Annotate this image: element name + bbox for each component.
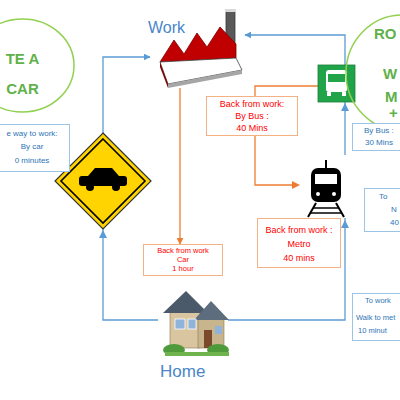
return-box: Back from work : Metro 40 mins: [257, 218, 341, 268]
place-node: Home: [158, 288, 228, 384]
node-text: Back from work: [144, 247, 222, 256]
circle-outline: [346, 15, 400, 131]
node-text: To work: [365, 297, 391, 306]
bus-icon: [328, 74, 345, 82]
train-icon: [332, 192, 336, 196]
house-roof: [163, 291, 208, 313]
node-text: N: [391, 205, 397, 214]
node-text: By Bus :: [364, 126, 394, 135]
node-text: CAR: [0, 80, 75, 97]
bus-icon: [342, 92, 346, 96]
node-text: To: [379, 192, 387, 201]
train-icon: [316, 192, 320, 196]
car-symbol: [86, 183, 94, 191]
return-box: Back from workCar1 hour: [143, 244, 223, 276]
car-symbol: [88, 168, 119, 176]
node-text: 40: [390, 218, 399, 227]
return-arrow: [179, 88, 180, 244]
node-text: 30 Mins: [365, 138, 393, 147]
bus-icon: [318, 65, 355, 102]
arrow-head: [292, 181, 300, 189]
node-text: RO: [374, 25, 397, 42]
car-sign: [61, 139, 145, 223]
factory-wall: [160, 62, 168, 88]
train-rail: [308, 203, 316, 217]
arrow-head: [99, 230, 107, 238]
node-text: 10 minut: [358, 327, 387, 336]
node-text: Car: [144, 256, 222, 265]
node-text: 40 mins: [258, 253, 340, 263]
node-text: By car: [0, 142, 69, 151]
train-rail: [336, 203, 344, 217]
house-icon: [188, 319, 196, 329]
node-text: Walk to met: [356, 314, 395, 323]
node-text: Back from work:: [207, 99, 297, 109]
train-rail: [310, 212, 342, 214]
bus-icon: [327, 92, 331, 96]
train-icon: [315, 174, 337, 184]
train-icon: [311, 168, 341, 202]
return-line: [255, 86, 318, 96]
house-icon: [175, 319, 185, 329]
node-text: By Bus :: [207, 111, 297, 121]
node-text: Metro: [258, 239, 340, 249]
node-text: Back from work :: [258, 225, 340, 235]
node-text: Work: [148, 19, 185, 37]
node-text: +: [389, 104, 398, 121]
factory-wall: [168, 70, 242, 88]
house-icon: [215, 326, 222, 334]
node-text: e way to work:: [0, 129, 69, 138]
house-icon: [198, 318, 224, 348]
train-icon: [300, 155, 352, 218]
house-lawn: [165, 352, 229, 356]
bus-icon: [326, 70, 347, 92]
node-text: 0 minutes: [0, 156, 69, 165]
factory-chimney: [225, 9, 236, 12]
car-symbol: [79, 176, 127, 186]
info-box: ToN 40: [364, 188, 400, 232]
info-box: To workWalk to met 10 minut: [352, 293, 400, 341]
info-box: By Bus : 30 Mins: [352, 123, 400, 151]
return-box: Back from work: By Bus : 40 Mins: [206, 96, 298, 136]
node-text: 40 Mins: [207, 123, 297, 133]
node-text: M: [385, 88, 398, 105]
arrow-head: [341, 103, 349, 111]
house-roof: [194, 301, 229, 320]
route-circle: RO WM+: [345, 14, 400, 132]
house-icon: [204, 330, 212, 348]
route-circle: TE A CAR: [0, 18, 75, 113]
car-symbol: [112, 183, 120, 191]
node-text: W: [383, 65, 397, 82]
node-text: TE A: [0, 50, 75, 67]
arrow-head: [341, 220, 349, 228]
info-box: e way to work: By car 0 minutes: [0, 124, 70, 172]
node-text: Home: [160, 362, 205, 382]
circle-outline: [0, 19, 74, 112]
house-icon: [170, 311, 200, 348]
place-node: Work: [150, 12, 245, 88]
return-line: [255, 136, 294, 185]
train-icon: [325, 160, 327, 169]
node-text: 1 hour: [144, 265, 222, 274]
train-rail: [313, 207, 339, 209]
